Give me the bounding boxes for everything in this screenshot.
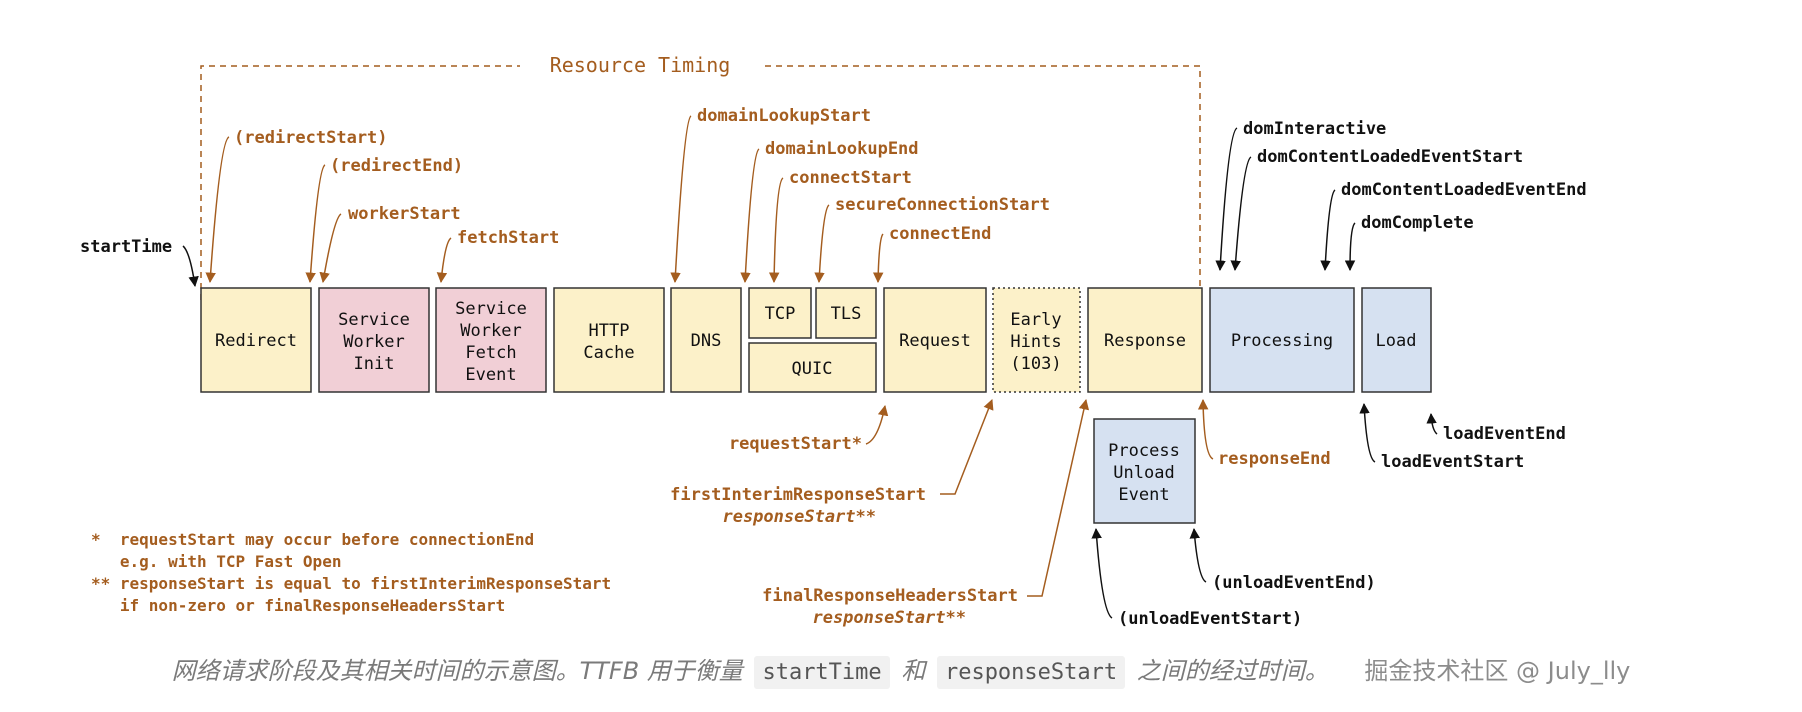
phase-http-cache-line-1: HTTP: [589, 321, 630, 341]
metric-secure-connection-start: secureConnectionStart: [835, 195, 1050, 215]
phase-http-cache: HTTP Cache: [553, 287, 665, 393]
phase-redirect-label: Redirect: [215, 331, 297, 351]
phase-processing-label: Processing: [1231, 331, 1333, 351]
phase-tcp: TCP: [748, 287, 812, 339]
arrow-unload-event-end: [1189, 527, 1207, 583]
metric-unload-event-end: (unloadEventEnd): [1212, 573, 1376, 593]
metric-connect-end: connectEnd: [889, 224, 991, 244]
phase-unload-line-3: Event: [1118, 485, 1169, 505]
phase-request-label: Request: [899, 331, 971, 351]
arrow-worker-start: [319, 213, 342, 284]
phase-sw-fetch-line-2: Worker: [460, 321, 521, 341]
resource-timing-bracket: [200, 65, 1201, 300]
metric-unload-event-start: (unloadEventStart): [1118, 609, 1302, 629]
arrow-load-event-end: [1426, 412, 1438, 435]
metric-dom-interactive: domInteractive: [1243, 119, 1386, 139]
phase-sw-init-line-2: Worker: [343, 332, 404, 352]
metric-load-event-end: loadEventEnd: [1443, 424, 1566, 444]
phase-sw-fetch-line-1: Service: [455, 299, 527, 319]
figure-caption: 网络请求阶段及其相关时间的示意图。TTFB 用于衡量 startTime 和 r…: [0, 646, 1802, 696]
metric-connect-start: connectStart: [789, 168, 912, 188]
arrow-start-time: [182, 245, 199, 288]
footnote-line-3: ** responseStart is equal to firstInteri…: [91, 574, 611, 593]
arrow-load-event-start: [1359, 402, 1376, 463]
phase-load-label: Load: [1376, 331, 1417, 351]
phase-tcp-label: TCP: [765, 304, 796, 324]
phase-process-unload-event: Process Unload Event: [1093, 418, 1196, 524]
metric-domain-lookup-end: domainLookupEnd: [765, 139, 919, 159]
footnote-line-2: e.g. with TCP Fast Open: [91, 552, 341, 571]
metric-domain-lookup-start: domainLookupStart: [697, 106, 871, 126]
phase-early-hints-line-2: Hints: [1010, 332, 1061, 352]
phase-response-label: Response: [1104, 331, 1186, 351]
phase-quic-label: QUIC: [792, 359, 833, 379]
caption-code-start-time: startTime: [754, 656, 890, 689]
arrow-fetch-start: [436, 237, 452, 284]
metric-response-start-2: responseStart**: [812, 608, 966, 628]
arrow-dom-interactive: [1215, 127, 1238, 272]
metric-final-response-headers-start: finalResponseHeadersStart: [762, 586, 1018, 606]
arrow-dom-complete: [1344, 222, 1356, 272]
phase-dns-label: DNS: [691, 331, 722, 351]
phase-tls-label: TLS: [831, 304, 862, 324]
metric-request-start: requestStart*: [729, 434, 862, 454]
footnote-line-4: if non-zero or finalResponseHeadersStart: [91, 596, 505, 615]
metric-fetch-start: fetchStart: [457, 228, 559, 248]
phase-processing: Processing: [1209, 287, 1355, 393]
arrow-response-end: [1197, 398, 1214, 460]
arrow-request-start: [865, 404, 889, 445]
phase-early-hints-line-3: (103): [1010, 354, 1061, 374]
metric-redirect-start: (redirectStart): [234, 128, 388, 148]
arrow-connect-end: [872, 233, 884, 284]
arrow-unload-event-start: [1091, 527, 1113, 619]
arrow-first-interim-response-start: [940, 399, 994, 495]
phase-redirect: Redirect: [200, 287, 312, 393]
phase-quic: QUIC: [748, 342, 877, 393]
phase-sw-fetch-line-4: Event: [465, 365, 516, 385]
metric-dom-content-loaded-event-end: domContentLoadedEventEnd: [1341, 180, 1587, 200]
caption-text-2: 和: [901, 657, 926, 685]
phase-load: Load: [1361, 287, 1432, 393]
metric-response-start-1: responseStart**: [722, 507, 876, 527]
phase-sw-init-line-1: Service: [338, 310, 410, 330]
arrow-dom-content-loaded-event-start: [1230, 156, 1252, 272]
phase-sw-init-line-3: Init: [354, 354, 395, 374]
phase-request: Request: [883, 287, 987, 393]
metric-response-end: responseEnd: [1218, 449, 1331, 469]
arrow-redirect-end: [305, 164, 326, 284]
phase-service-worker-init: Service Worker Init: [318, 287, 430, 393]
phase-sw-fetch-line-3: Fetch: [465, 343, 516, 363]
phase-unload-line-1: Process: [1108, 441, 1180, 461]
arrow-secure-connection-start: [814, 204, 830, 284]
metric-start-time: startTime: [80, 237, 172, 257]
resource-timing-title: Resource Timing: [550, 53, 731, 77]
caption-code-response-start: responseStart: [936, 656, 1126, 689]
phase-early-hints-line-1: Early: [1010, 310, 1061, 330]
metric-load-event-start: loadEventStart: [1381, 452, 1524, 472]
caption-text-1: 网络请求阶段及其相关时间的示意图。TTFB 用于衡量: [171, 657, 743, 685]
phase-tls: TLS: [815, 287, 877, 339]
phase-dns: DNS: [670, 287, 742, 393]
arrow-domain-lookup-start: [670, 115, 692, 284]
caption-text-3: 之间的经过时间。: [1136, 657, 1329, 685]
metric-worker-start: workerStart: [348, 204, 461, 224]
phase-unload-line-2: Unload: [1113, 463, 1174, 483]
phase-http-cache-line-2: Cache: [583, 343, 634, 363]
arrow-final-response-headers-start: [1027, 398, 1090, 597]
metric-first-interim-response-start: firstInterimResponseStart: [670, 485, 926, 505]
arrow-domain-lookup-end: [740, 148, 760, 284]
footnotes: * requestStart may occur before connecti…: [91, 530, 611, 615]
phase-early-hints: Early Hints (103): [992, 287, 1081, 393]
arrow-connect-start: [768, 177, 784, 284]
watermark: 掘金技术社区 @ July_lly: [1364, 657, 1631, 685]
footnote-line-1: * requestStart may occur before connecti…: [91, 530, 534, 549]
metric-dom-content-loaded-event-start: domContentLoadedEventStart: [1257, 147, 1523, 167]
phase-service-worker-fetch-event: Service Worker Fetch Event: [435, 287, 547, 393]
metric-redirect-end: (redirectEnd): [330, 156, 463, 176]
metric-dom-complete: domComplete: [1361, 213, 1474, 233]
arrow-redirect-start: [205, 136, 230, 284]
arrow-dom-content-loaded-event-end: [1320, 189, 1336, 272]
phase-response: Response: [1087, 287, 1203, 393]
